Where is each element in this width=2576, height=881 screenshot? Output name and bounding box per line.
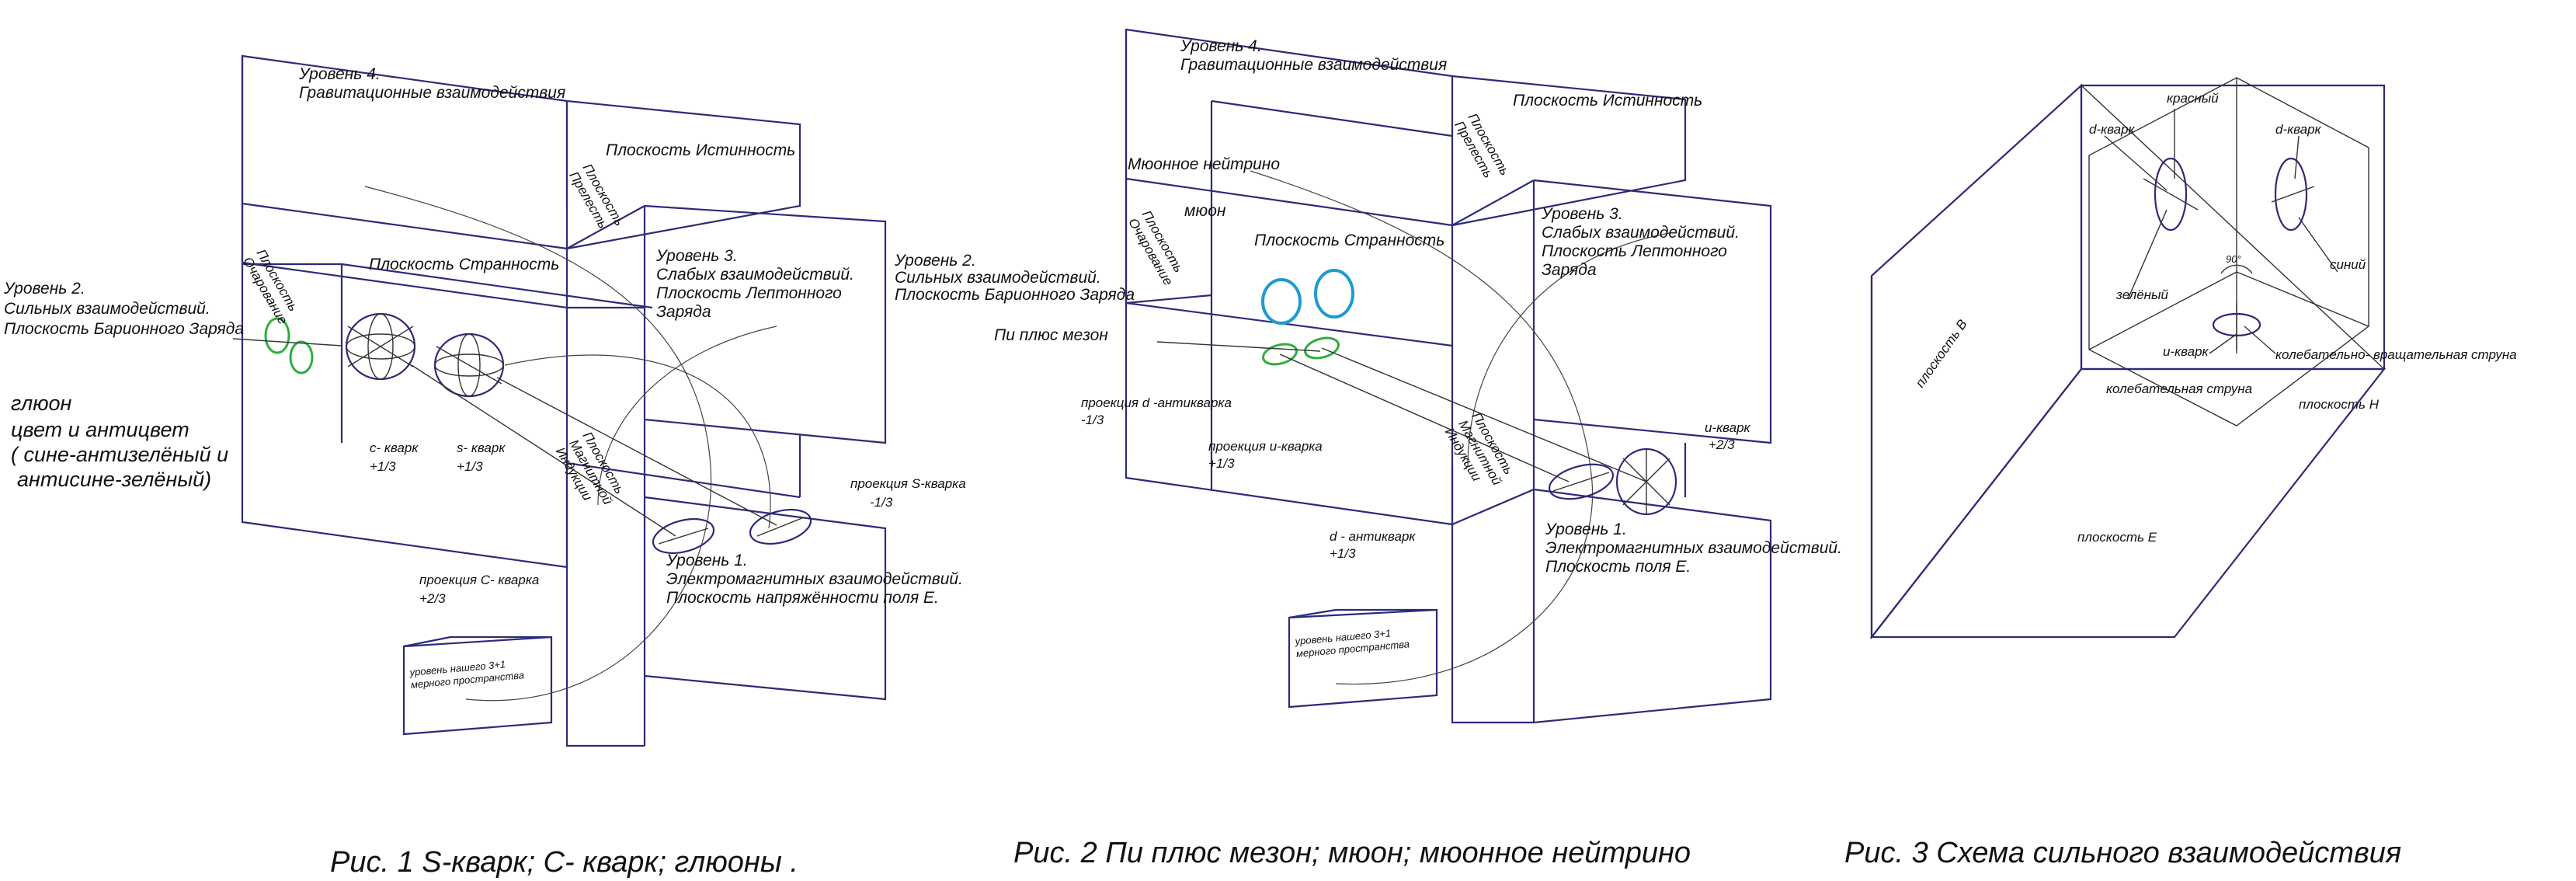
fig3-plane-b: плоскость В bbox=[1913, 317, 1970, 390]
fig1-truth-plane: Плоскость Истинность bbox=[606, 141, 795, 159]
fig3-cube bbox=[1869, 83, 2387, 640]
proj-c-ellipse bbox=[652, 517, 715, 555]
fig3-d-quark-right-label: d-кварк bbox=[2275, 122, 2322, 137]
fig3-d-quark-left-label: d-кварк bbox=[2089, 122, 2136, 137]
fig1-magnetic-plane: ПлоскостьМагнитнойИндукции bbox=[553, 430, 629, 516]
fig2-magnetic-plane: ПлоскостьМагнитнойИндукции bbox=[1442, 410, 1518, 496]
fig1-level4: Уровень 4.Гравитационные взаимодействия bbox=[298, 65, 565, 102]
gluon-icon bbox=[232, 317, 342, 374]
fig3-vib-string: колебательная струна bbox=[2106, 381, 2252, 396]
fig2-u-quark-projection bbox=[1549, 463, 1614, 500]
figure-2: Уровень 4.Гравитационные взаимодействия … bbox=[894, 28, 1842, 724]
fig1-block-upper-left bbox=[241, 54, 653, 569]
s-quark-sphere bbox=[433, 333, 505, 398]
caption-fig2: Рис. 2 Пи плюс мезон; мюон; мюонное нейт… bbox=[1013, 837, 1691, 869]
fig2-orbit-arc bbox=[1250, 170, 1594, 685]
fig2-d-antiquark-sphere bbox=[1615, 447, 1677, 516]
figure-3: красный d-кварк d-кварк 90° синий зелёны… bbox=[1869, 77, 2517, 640]
caption-fig1: Рис. 1 S-кварк; С- кварк; глюоны . bbox=[330, 846, 798, 879]
fig1-our-level: уровень нашего 3+1мерного пространства bbox=[408, 656, 524, 691]
fig2-muon: мюон bbox=[1184, 202, 1226, 220]
fig2-charm-plane-r: ПлоскостьПрелесть bbox=[1451, 111, 1512, 186]
fig2-our-level: уровень нашего 3+1мерного пространства bbox=[1294, 625, 1410, 660]
fig1-level2: Уровень 2.Сильных взаимодействий.Плоскос… bbox=[3, 280, 244, 338]
fig1-level1: Уровень 1.Электромагнитных взаимодействи… bbox=[666, 552, 963, 607]
fig3-red: красный bbox=[2167, 91, 2219, 106]
fig2-block-upper bbox=[1125, 28, 1454, 526]
fig2-base-box bbox=[1288, 608, 1438, 709]
fig3-green: зелёный bbox=[2115, 287, 2169, 302]
fig1-proj-c-label: проекция С- кварка+2/3 bbox=[419, 573, 539, 606]
fig1-orbit-arc bbox=[364, 186, 712, 702]
fig1-c-quark-label: с- кварк+1/3 bbox=[370, 440, 419, 474]
c-quark-sphere bbox=[345, 312, 416, 381]
fig1-charm-plane: ПлоскостьОчарование bbox=[240, 247, 304, 327]
fig2-level4: Уровень 4.Гравитационные взаимодействия bbox=[1180, 37, 1447, 74]
fig2-muon-neutrino: Мюонное нейтрино bbox=[1128, 155, 1280, 173]
fig1-s-quark-label: s- кварк+1/3 bbox=[457, 440, 506, 474]
fig3-angle: 90° bbox=[2226, 253, 2241, 265]
fig3-u-quark-label: u-кварк bbox=[2163, 344, 2209, 359]
fig3-blue: синий bbox=[2330, 257, 2366, 272]
fig1-block-right bbox=[565, 99, 887, 747]
caption-fig3: Рис. 3 Схема сильного взаимодействия bbox=[1844, 837, 2401, 869]
fig3-plane-e: плоскость Е bbox=[2077, 530, 2157, 545]
muon-neutrino-rings bbox=[1261, 269, 1354, 325]
fig2-level2: Уровень 2.Сильных взаимодействий.Плоскос… bbox=[894, 252, 1135, 304]
fig2-truth-plane: Плоскость Истинность bbox=[1513, 92, 1702, 110]
fig2-proj-u-label: проекция u-кварка+1/3 bbox=[1208, 439, 1323, 471]
figure-1: Уровень 4.Гравитационные взаимодействия … bbox=[3, 54, 966, 747]
fig2-level1: Уровень 1.Электромагнитных взаимодействи… bbox=[1545, 521, 1842, 576]
fig1-base-box bbox=[402, 636, 553, 736]
fig3-d-quark-right bbox=[2271, 157, 2315, 232]
fig3-u-quark bbox=[2212, 303, 2261, 353]
fig2-proj-d-label: проекция d -антикварка-1/3 bbox=[1081, 395, 1232, 427]
fig2-d-antiquark-label: d - антикварк+1/3 bbox=[1330, 529, 1416, 561]
fig2-strangeness-plane: Плоскость Странность bbox=[1254, 232, 1444, 249]
fig2-u-quark-label: u-кварк+2/3 bbox=[1705, 420, 1751, 452]
fig1-strangeness-plane: Плоскость Странность bbox=[369, 256, 559, 273]
fig3-d-quark-left bbox=[2143, 157, 2199, 232]
fig2-level3: Уровень 3.Слабых взаимодействий.Плоскост… bbox=[1541, 205, 1740, 279]
fig1-charm-plane-r: ПлоскостьПрелесть bbox=[566, 162, 627, 237]
fig2-pi-plus-label: Пи плюс мезон bbox=[994, 326, 1108, 344]
fig2-charm-plane: ПлоскостьОчарование bbox=[1125, 208, 1189, 288]
fig1-proj-s-label: проекция S-кварка-1/3 bbox=[850, 476, 966, 510]
fig3-plane-h: плоскость Н bbox=[2299, 397, 2380, 412]
fig1-level3: Уровень 3.Слабых взаимодействий.Плоскост… bbox=[655, 247, 854, 321]
proj-s-ellipse bbox=[749, 508, 812, 545]
fig3-rot-string: колебательно- вращательная струна bbox=[2275, 347, 2517, 362]
